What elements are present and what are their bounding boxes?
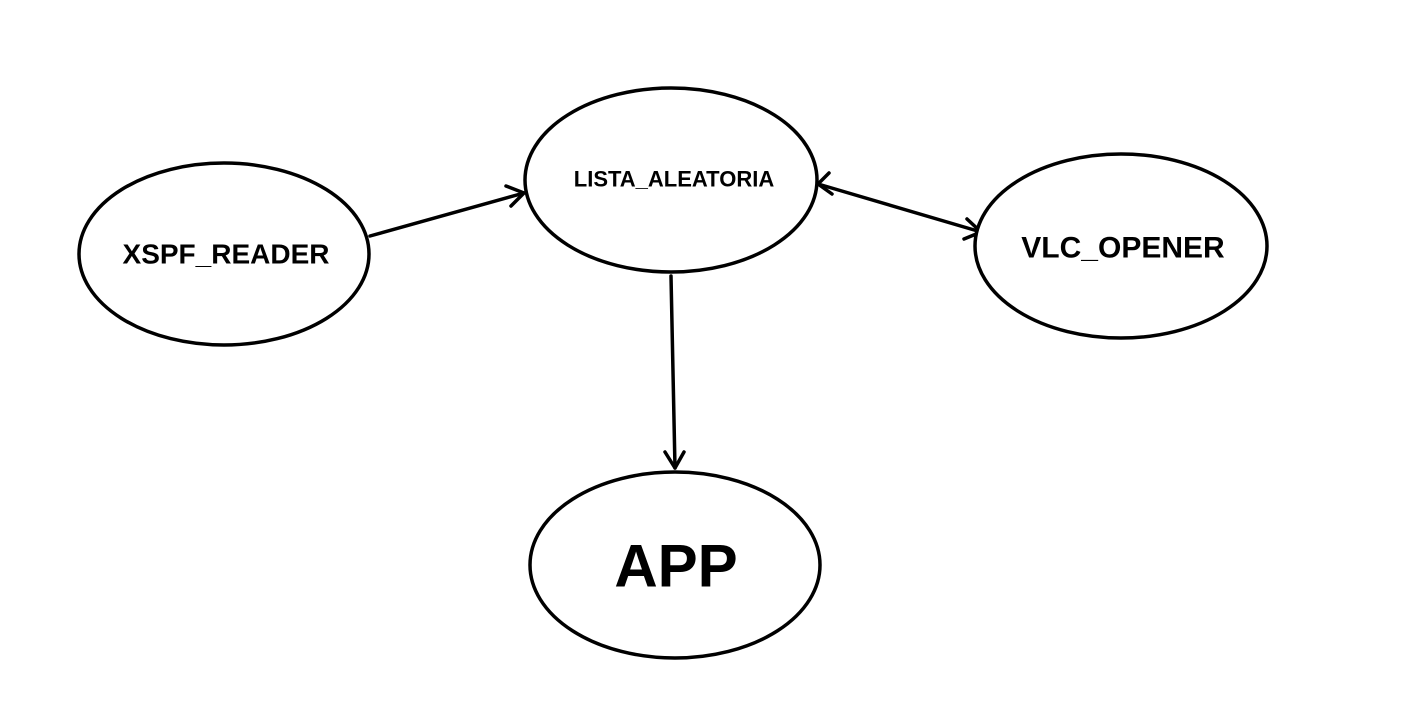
node-label-lista-aleatoria: LISTA_ALEATORIA [574,167,775,192]
node-label-xspf-reader: XSPF_READER [123,239,330,270]
edge-lista-aleatoria-vlc-opener [816,171,983,241]
node-app: APP [528,470,822,660]
node-xspf-reader: XSPF_READER [77,161,371,347]
edge-line [669,274,677,470]
edge-lista-aleatoria-to-app [663,274,686,470]
node-ellipse [973,152,1269,340]
edge-xspf-reader-to-lista-aleatoria [368,184,526,238]
arrow-head-start [816,171,834,196]
node-label-app: APP [614,533,737,600]
node-ellipse [77,161,371,347]
node-lista-aleatoria: LISTA_ALEATORIA [523,86,819,274]
edge-line [368,191,526,238]
node-vlc-opener: VLC_OPENER [973,152,1269,340]
arrow-head [504,184,526,208]
node-ellipse [523,86,819,274]
node-ellipse [528,470,822,660]
node-label-vlc-opener: VLC_OPENER [1021,232,1225,265]
edge-line [816,182,983,234]
arrow-head [663,450,686,470]
